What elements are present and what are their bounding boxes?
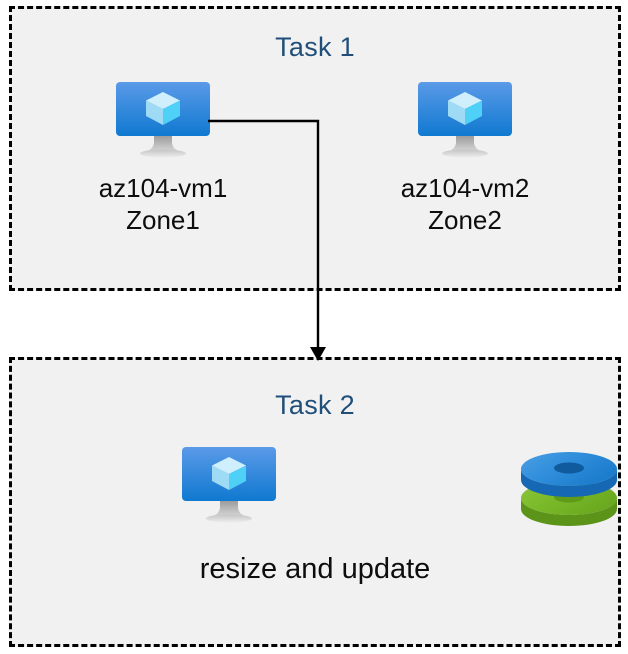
node-az104-vm2[interactable]: az104-vm2 Zone2 <box>360 80 570 236</box>
task2-container: Task 2 <box>9 357 621 647</box>
virtual-machine-icon <box>113 80 213 158</box>
virtual-machine-icon[interactable] <box>179 445 279 523</box>
task1-title: Task 1 <box>275 32 355 62</box>
node-label-zone: Zone1 <box>126 205 200 235</box>
disks-icon[interactable] <box>517 445 621 531</box>
node-label-zone: Zone2 <box>428 205 502 235</box>
task2-caption: resize and update <box>199 553 431 585</box>
node-label-name: az104-vm1 <box>98 173 228 203</box>
task2-title: Task 2 <box>275 390 355 420</box>
node-az104-vm1[interactable]: az104-vm1 Zone1 <box>58 80 268 236</box>
task2-icon-row <box>9 445 621 531</box>
node-label-name: az104-vm2 <box>400 173 530 203</box>
virtual-machine-icon <box>415 80 515 158</box>
